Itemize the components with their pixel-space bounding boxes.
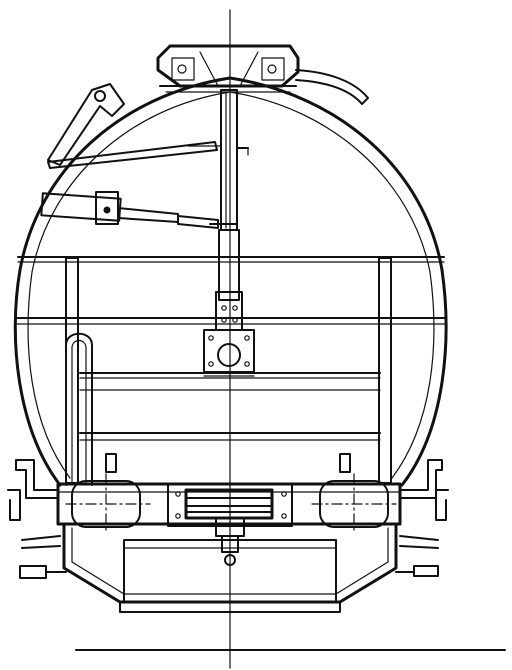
ladder-rail-inner [71, 339, 87, 486]
coupler-knuckle [221, 535, 239, 553]
centerlines [75, 9, 506, 669]
brake-cylinder [40, 191, 219, 229]
dome-bolt-left [177, 64, 187, 74]
coupler-bolt-3 [281, 491, 287, 497]
cylinder-pin [103, 206, 111, 214]
outlet-flange [203, 329, 255, 373]
right-grab-1 [399, 535, 439, 541]
right-post [378, 257, 392, 484]
valve-bolt-4 [232, 317, 238, 323]
underframe [56, 473, 402, 566]
right-step [413, 565, 439, 577]
right-bracket [399, 459, 443, 499]
ladder [65, 332, 93, 486]
left-grab-1 [21, 535, 61, 541]
left-post-cap [105, 453, 117, 473]
bottom-skirt [62, 522, 398, 613]
piston-rod-ext [177, 215, 219, 229]
flange-bolt-2 [244, 335, 250, 341]
left-bracket [15, 459, 59, 499]
left-side-fittings [7, 453, 117, 579]
left-hook [7, 489, 21, 521]
coupler-plate [167, 483, 293, 527]
dome-bolt-right [267, 64, 277, 74]
dome-brace-1 [199, 51, 219, 87]
right-hook [435, 489, 449, 521]
flange-bolt-3 [208, 361, 214, 367]
ladder-rail-outer [65, 332, 93, 486]
top-dome-assembly [156, 44, 369, 105]
left-step [19, 565, 47, 579]
brake-linkage-upper [47, 83, 221, 169]
coupler-bolt-4 [281, 513, 287, 519]
coupler-head [184, 488, 274, 520]
upper-rod [47, 141, 218, 169]
pipe-upper [220, 89, 238, 231]
skirt-inner [71, 527, 389, 595]
coupler-pin [224, 554, 236, 566]
right-grab-2 [399, 545, 439, 549]
valve-bolt-1 [221, 305, 227, 311]
valve-bolt-3 [221, 317, 227, 323]
pipe-lower [218, 229, 240, 301]
dome-lug-left [171, 57, 195, 81]
piston-rod [117, 207, 179, 223]
cylinder-body [40, 192, 122, 222]
flange-bolt-4 [244, 361, 250, 367]
tank-shell [13, 76, 448, 487]
coupler-bolt-1 [175, 491, 181, 497]
skirt-foot [119, 601, 341, 613]
tank-outline [13, 76, 448, 487]
hinge-pin [94, 90, 106, 102]
right-post-cap [339, 453, 351, 473]
hinge-arm [47, 83, 125, 166]
dome-handrail [295, 69, 369, 105]
central-pipe [203, 89, 255, 377]
coupler-bolt-2 [175, 513, 181, 519]
coupler-hook [215, 519, 245, 537]
valve-bolt-2 [232, 305, 238, 311]
dome-lug-right [261, 57, 285, 81]
flange-bolt-1 [208, 335, 214, 341]
dome-brace-2 [239, 51, 259, 87]
left-grab-2 [21, 545, 61, 549]
tank-inner-outline [27, 91, 435, 479]
outlet-port [217, 343, 241, 367]
right-side-fittings [339, 453, 449, 577]
